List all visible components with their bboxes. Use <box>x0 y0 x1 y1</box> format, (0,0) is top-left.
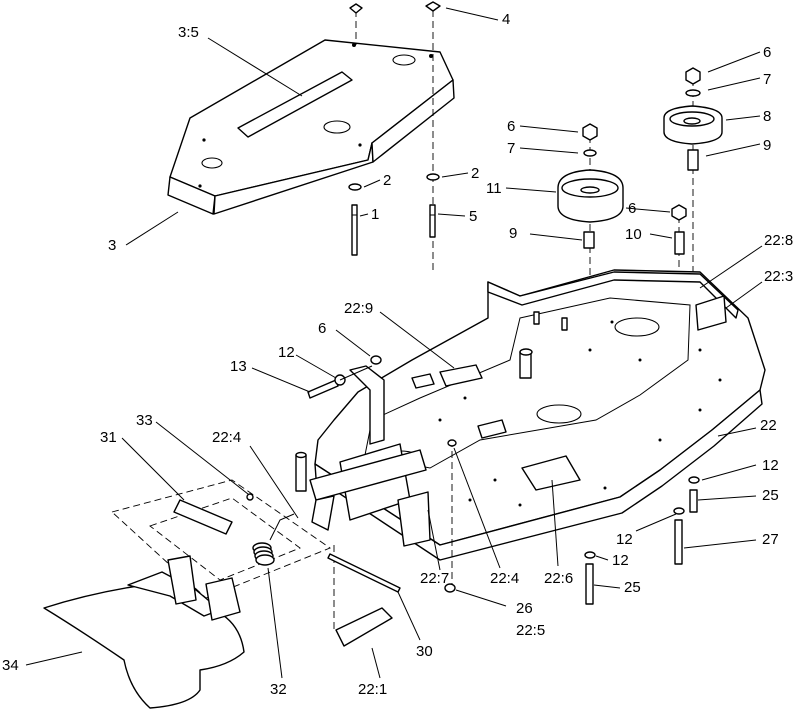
callout-6: 6 <box>628 200 636 217</box>
callout-10: 10 <box>625 226 642 243</box>
callout-6: 6 <box>763 44 771 61</box>
callout-34: 34 <box>2 657 19 674</box>
callout-7: 7 <box>507 140 515 157</box>
mower-deck <box>314 269 766 561</box>
callout-5: 5 <box>469 208 477 225</box>
callout-25: 25 <box>762 487 779 504</box>
callout-3-5: 3:5 <box>178 24 199 41</box>
callout-1: 1 <box>371 206 379 223</box>
callout-12: 12 <box>762 457 779 474</box>
pulley-stack-center <box>557 123 624 430</box>
callout-31: 31 <box>100 429 117 446</box>
callout-22-4: 22:4 <box>490 570 519 587</box>
deck-cover <box>167 39 455 215</box>
discharge-deflector <box>43 479 331 709</box>
callout-27: 27 <box>762 531 779 548</box>
callout-8: 8 <box>763 108 771 125</box>
callout-22-8: 22:8 <box>764 232 793 249</box>
callout-9: 9 <box>509 225 517 242</box>
cover-fasteners <box>348 1 441 270</box>
callout-2: 2 <box>471 165 479 182</box>
callout-33: 33 <box>136 412 153 429</box>
callout-12: 12 <box>616 531 633 548</box>
callout-7: 7 <box>763 71 771 88</box>
callout-12: 12 <box>612 552 629 569</box>
callout-22-9: 22:9 <box>344 300 373 317</box>
callout-6: 6 <box>507 118 515 135</box>
callout-6: 6 <box>318 320 326 337</box>
callout-25: 25 <box>624 579 641 596</box>
callout-22-1: 22:1 <box>358 681 387 698</box>
callout-22-5: 22:5 <box>516 622 545 639</box>
callout-12: 12 <box>278 344 295 361</box>
lower-fasteners <box>327 439 700 647</box>
callout-30: 30 <box>416 643 433 660</box>
leader-lines <box>25 7 763 679</box>
callout-2: 2 <box>383 172 391 189</box>
callout-32: 32 <box>270 681 287 698</box>
callout-labels: 3:5 4 6 7 8 9 6 7 11 2 2 1 5 3 6 9 10 22… <box>2 11 793 698</box>
callout-11: 11 <box>486 180 502 197</box>
callout-4: 4 <box>502 11 510 28</box>
callout-22: 22 <box>760 417 777 434</box>
callout-22-7: 22:7 <box>420 570 449 587</box>
callout-3: 3 <box>108 237 116 254</box>
callout-22-3: 22:3 <box>764 268 793 285</box>
callout-9: 9 <box>763 137 771 154</box>
torsion-spring <box>252 513 295 566</box>
callout-22-4: 22:4 <box>212 429 241 446</box>
callout-13: 13 <box>230 358 247 375</box>
callout-26: 26 <box>516 600 533 617</box>
callout-22-6: 22:6 <box>544 570 573 587</box>
discharge-linkage <box>295 355 431 547</box>
